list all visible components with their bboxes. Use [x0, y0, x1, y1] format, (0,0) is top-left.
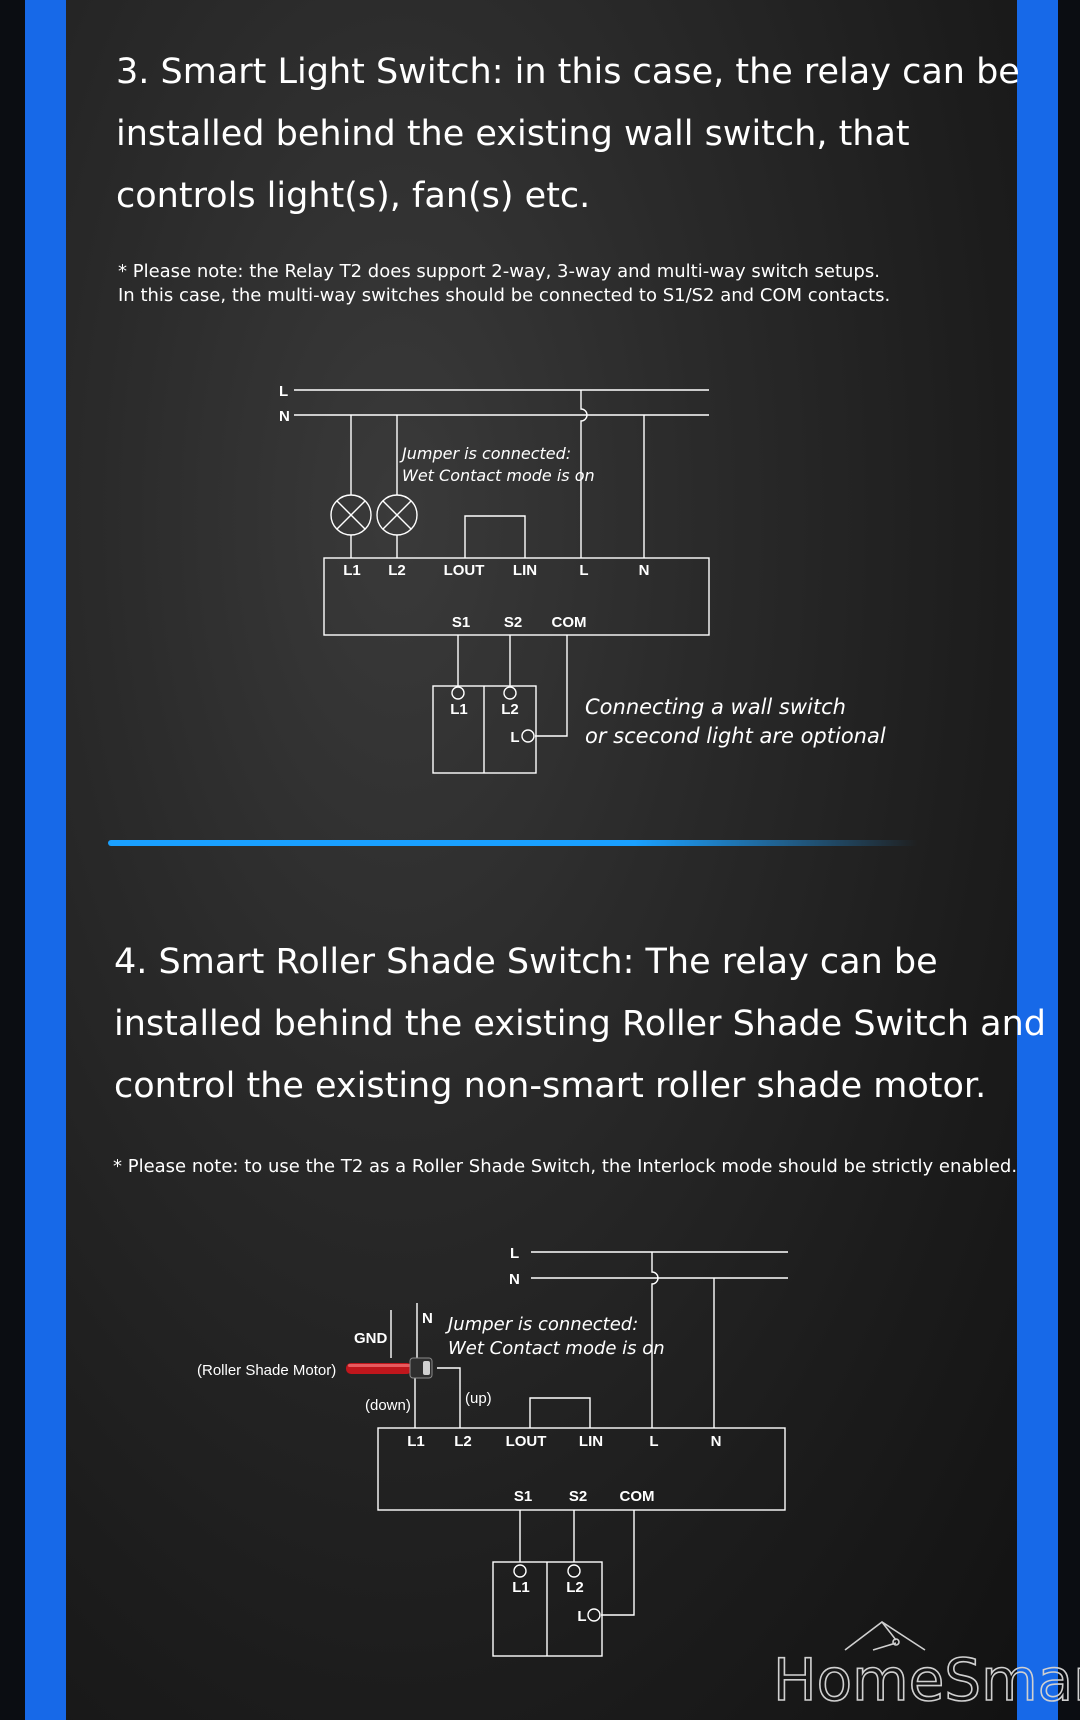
label-motor-n: N [422, 1310, 433, 1327]
label-gnd: GND [354, 1330, 388, 1347]
terminal-label: S1 [514, 1488, 532, 1505]
jumper-note-line1: Jumper is connected: [399, 444, 571, 463]
note-line: * Please note: the Relay T2 does support… [118, 261, 880, 282]
terminal-label: L [649, 1433, 658, 1450]
label-line-l: L [279, 383, 288, 400]
switch-label: L [510, 729, 519, 746]
house-roof-icon [844, 1621, 926, 1651]
frame-bar-right [1017, 0, 1058, 1720]
terminal-label: S2 [504, 614, 522, 631]
heading-line: installed behind the existing Roller Sha… [114, 1004, 1047, 1044]
terminal-label: L2 [388, 562, 406, 579]
optional-note-line1: Connecting a wall switch [585, 695, 846, 719]
jumper-note-line2: Wet Contact mode is on [402, 466, 595, 485]
com-wire [601, 1510, 635, 1616]
terminal-label: COM [552, 614, 587, 631]
terminal-label: L [579, 562, 588, 579]
label-roller-shade-motor: (Roller Shade Motor) [197, 1362, 336, 1379]
jumper-wire [464, 515, 526, 558]
terminal-label: L1 [343, 562, 361, 579]
section4-note: * Please note: to use the T2 as a Roller… [113, 1155, 1017, 1179]
terminal-label: N [639, 562, 650, 579]
terminal-label: L1 [407, 1433, 425, 1450]
terminal-label: LIN [579, 1433, 603, 1450]
switch-terminal-l1 [513, 1564, 527, 1578]
relay-l-wire [651, 1252, 659, 1428]
section-divider [108, 840, 918, 846]
relay-box [377, 1427, 786, 1511]
terminal-label: COM [620, 1488, 655, 1505]
homesmart-logo: HomeSmart [772, 1621, 1080, 1715]
terminal-label: LOUT [444, 562, 485, 579]
optional-note-line2: or scecond light are optional [585, 724, 886, 748]
switch-terminal-l1 [451, 686, 465, 700]
label-line-n: N [509, 1271, 520, 1288]
section4-heading: 4. Smart Roller Shade Switch: The relay … [114, 931, 1046, 1117]
jumper-wire [529, 1397, 591, 1428]
logo-text: HomeSmart [773, 1646, 1080, 1714]
switch-terminal-l2 [567, 1564, 581, 1578]
note-line: * Please note: to use the T2 as a Roller… [113, 1156, 1018, 1177]
com-wire [535, 635, 568, 737]
label-down: (down) [365, 1397, 411, 1414]
terminal-label: LOUT [506, 1433, 547, 1450]
terminal-label: N [711, 1433, 722, 1450]
content-panel [66, 0, 1017, 1720]
switch-label: L [577, 1608, 586, 1625]
diagram-smart-light-switch [294, 389, 710, 774]
lamp1-icon [330, 494, 372, 536]
relay-box [323, 557, 710, 636]
heading-line: controls light(s), fan(s) etc. [116, 176, 591, 216]
heading-line: 3. Smart Light Switch: in this case, the… [116, 52, 1020, 92]
label-line-l: L [510, 1245, 519, 1262]
switch-label: L1 [450, 701, 468, 718]
diagram-roller-shade-labels: L N N GND (Roller Shade Motor) (down) (u… [197, 1245, 721, 1625]
relay-l-wire [580, 390, 588, 558]
heading-line: 4. Smart Roller Shade Switch: The relay … [114, 942, 938, 982]
switch-terminal-l [521, 729, 535, 743]
motor-up-wire [437, 1367, 461, 1428]
switch-label: L2 [501, 701, 519, 718]
terminal-label: S1 [452, 614, 470, 631]
terminal-label: S2 [569, 1488, 587, 1505]
section3-note: * Please note: the Relay T2 does support… [118, 260, 890, 308]
frame-bar-left [25, 0, 66, 1720]
heading-line: control the existing non-smart roller sh… [114, 1066, 987, 1106]
diagram-smart-light-labels: L N Jumper is connected: Wet Contact mod… [279, 383, 886, 748]
lamp2-icon [376, 494, 418, 536]
switch-label: L2 [566, 1579, 584, 1596]
section3-heading: 3. Smart Light Switch: in this case, the… [116, 41, 1020, 227]
jumper-note-line1: Jumper is connected: [445, 1314, 638, 1335]
roller-shade-motor-icon [346, 1357, 433, 1379]
label-line-n: N [279, 408, 290, 425]
diagram-roller-shade-switch [377, 1251, 788, 1657]
jumper-note-line2: Wet Contact mode is on [448, 1338, 665, 1359]
terminal-label: LIN [513, 562, 537, 579]
switch-terminal-l [587, 1608, 601, 1622]
note-line: In this case, the multi-way switches sho… [118, 285, 891, 306]
label-up: (up) [465, 1390, 492, 1407]
heading-line: installed behind the existing wall switc… [116, 114, 910, 154]
switch-label: L1 [512, 1579, 530, 1596]
switch-terminal-l2 [503, 686, 517, 700]
terminal-label: L2 [454, 1433, 472, 1450]
